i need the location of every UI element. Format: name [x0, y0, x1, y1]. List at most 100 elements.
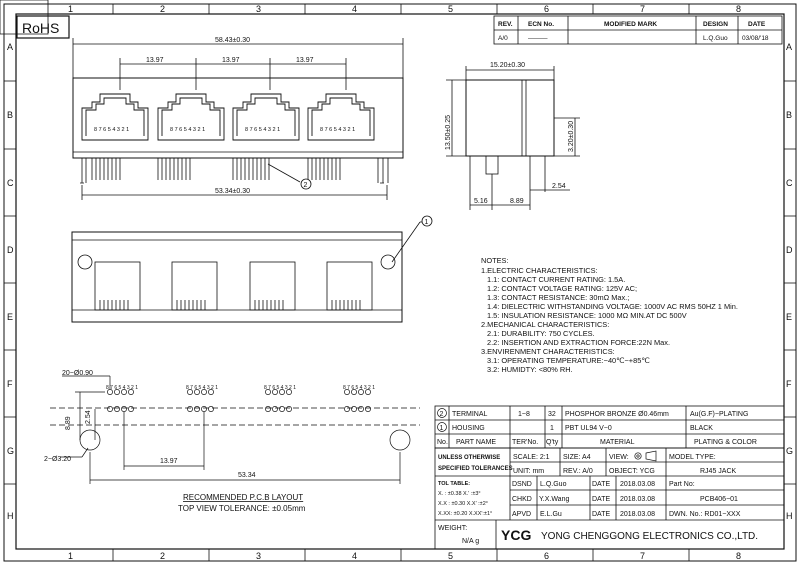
col-label: 5: [448, 551, 453, 561]
dim-pitch: 13.97: [146, 57, 164, 64]
note-line: 1.1: CONTACT CURRENT RATING: 1.5A.: [487, 275, 625, 284]
weight-label: WEIGHT:: [438, 525, 467, 532]
pcb-layout: [50, 375, 420, 484]
rev-header: REV.: [498, 21, 513, 28]
bom-material: PHOSPHOR BRONZE Ø0.46mm: [565, 411, 669, 418]
bom-header: PART NAME: [456, 439, 496, 446]
dwn-no: DWN. No.: RD01−XXX: [669, 511, 741, 518]
bom-header: Q'ty: [546, 439, 559, 446]
chkd-label: CHKD: [512, 496, 532, 503]
dim-pitch: 13.97: [222, 57, 240, 64]
dsnd-name: L.Q.Guo: [540, 481, 567, 488]
pin-numbers: 8 7 6 5 4 3 2 1: [320, 127, 355, 133]
dim-pcb-h1: 8.89: [65, 416, 72, 430]
row-label: F: [786, 379, 792, 389]
bom-header: MATERIAL: [600, 439, 635, 446]
bom-ter-no: 1~8: [518, 411, 530, 418]
callout-1: 1: [421, 215, 433, 227]
pcb-pin-label: 8 7 6 5 4 3 2 1: [264, 385, 296, 391]
company-logo: YCG: [500, 525, 534, 543]
design-value: L.Q.Guo: [703, 35, 728, 42]
rev-label: REV.: A/0: [563, 468, 593, 475]
dim-height: 13.50±0.25: [445, 115, 452, 150]
notes-title: NOTES:: [481, 256, 509, 265]
object-label: OBJECT: YCG: [609, 468, 655, 475]
col-label: 8: [736, 551, 741, 561]
note-line: 1.2: CONTACT VOLTAGE RATING: 125V AC;: [487, 284, 637, 293]
row-label: D: [786, 245, 793, 255]
col-label: 7: [640, 551, 645, 561]
jack-port-3: [232, 93, 300, 141]
dim-depth: 15.20±0.30: [490, 62, 525, 69]
bom-item-no: 2: [440, 411, 444, 418]
pcb-dims: 20−Ø0.90 8.89 2.54 2−Ø3.20 13.97 53.34 8…: [44, 370, 375, 479]
col-label: 4: [352, 551, 357, 561]
pcb-holes: [107, 389, 371, 412]
company-name: YONG CHENGGONG ELECTRONICS CO.,LTD.: [541, 531, 758, 542]
logo-text: YCG: [501, 527, 531, 543]
bom-rows: 2 TERMINAL 1~8 32 PHOSPHOR BRONZE Ø0.46m…: [437, 408, 757, 446]
col-label: 1: [68, 4, 73, 14]
design-header: DESIGN: [703, 21, 728, 28]
specified-tolerances: SPECIFIED TOLERANCES: [438, 466, 513, 472]
rohs-text: RoHS: [22, 20, 59, 36]
size-label: SIZE: A4: [563, 454, 591, 461]
row-label: G: [7, 446, 14, 456]
scale-label: SCALE: 2:1: [513, 454, 550, 461]
row-label: B: [7, 110, 13, 120]
col-label: 5: [448, 4, 453, 14]
column-labels: 1 2 3 4 5 6 7 8 1 2 3 4 5 6 7 8: [68, 4, 741, 561]
dim-side-a: 5.16: [474, 198, 488, 205]
col-label: 6: [544, 4, 549, 14]
date-value: 03/08/'18: [742, 35, 769, 42]
model-type-label: MODEL TYPE:: [669, 454, 716, 461]
col-label: 8: [736, 4, 741, 14]
unit-label: UNIT: mm: [513, 468, 544, 475]
pin-numbers: 8 7 6 5 4 3 2 1: [170, 127, 205, 133]
bom-header: TER'No.: [512, 439, 538, 446]
sheet-border: [3, 3, 797, 562]
rev-value: A/0: [498, 35, 508, 42]
view-label: VIEW:: [609, 454, 629, 461]
ecn-value: ———: [528, 35, 548, 42]
rohs-badge: RoHS: [16, 15, 70, 39]
title-block: [434, 447, 785, 550]
bom-part-name: TERMINAL: [452, 411, 488, 418]
part-no-label: Part No:: [669, 481, 695, 488]
bom-qty: 32: [548, 411, 556, 418]
bom-plating: Au(G.F)−PLATING: [690, 411, 748, 418]
date-label: DATE: [592, 496, 610, 503]
projection-icon: [634, 450, 657, 462]
unless-otherwise: UNLESS OTHERWISE: [438, 455, 500, 461]
notes: NOTES: 1.ELECTRIC CHARACTERISTICS: 1.1: …: [481, 256, 738, 374]
pcb-pin-label: 8 7 6 5 4 3 2 1: [186, 385, 218, 391]
dim-pin-len: 3.20±0.30: [568, 121, 575, 152]
apvd-label: APVD: [512, 511, 531, 518]
dim-pcb-pitch: 13.97: [160, 458, 178, 465]
row-label: A: [786, 42, 792, 52]
bom-header: No.: [437, 439, 448, 446]
col-label: 3: [256, 4, 261, 14]
jack-port-4: [307, 93, 375, 141]
pin-numbers: 8 7 6 5 4 3 2 1: [245, 127, 280, 133]
pcb-layout-subtitle: TOP VIEW TOLERANCE: ±0.05mm: [178, 504, 306, 513]
column-markers: [112, 4, 690, 561]
dim-pcb-span: 53.34: [238, 472, 256, 479]
pcb-layout-caption: RECOMMENDED P.C.B LAYOUT TOP VIEW TOLERA…: [178, 493, 306, 513]
row-label: F: [7, 379, 13, 389]
bom-qty: 1: [550, 425, 554, 432]
note-line: 1.3: CONTACT RESISTANCE: 30mΩ Max.;: [487, 293, 629, 302]
bom-plating: BLACK: [690, 425, 713, 432]
jack-port-2: [157, 93, 225, 141]
front-pins: [80, 158, 389, 200]
tol-row: X.XX: ±0.20 X.XX':±1°: [438, 511, 492, 517]
date-value: 2018.03.08: [620, 511, 655, 518]
dim-pcb-h2: 2.54: [85, 410, 92, 424]
row-label: H: [7, 511, 14, 521]
note-line: 2.1: DURABILITY: 750 CYCLES.: [487, 329, 595, 338]
dim-side-b: 8.89: [510, 198, 524, 205]
pcb-layout-title: RECOMMENDED P.C.B LAYOUT: [183, 493, 303, 502]
pin-numbers: 8 7 6 5 4 3 2 1: [94, 127, 129, 133]
ecn-header: ECN No.: [528, 21, 554, 28]
